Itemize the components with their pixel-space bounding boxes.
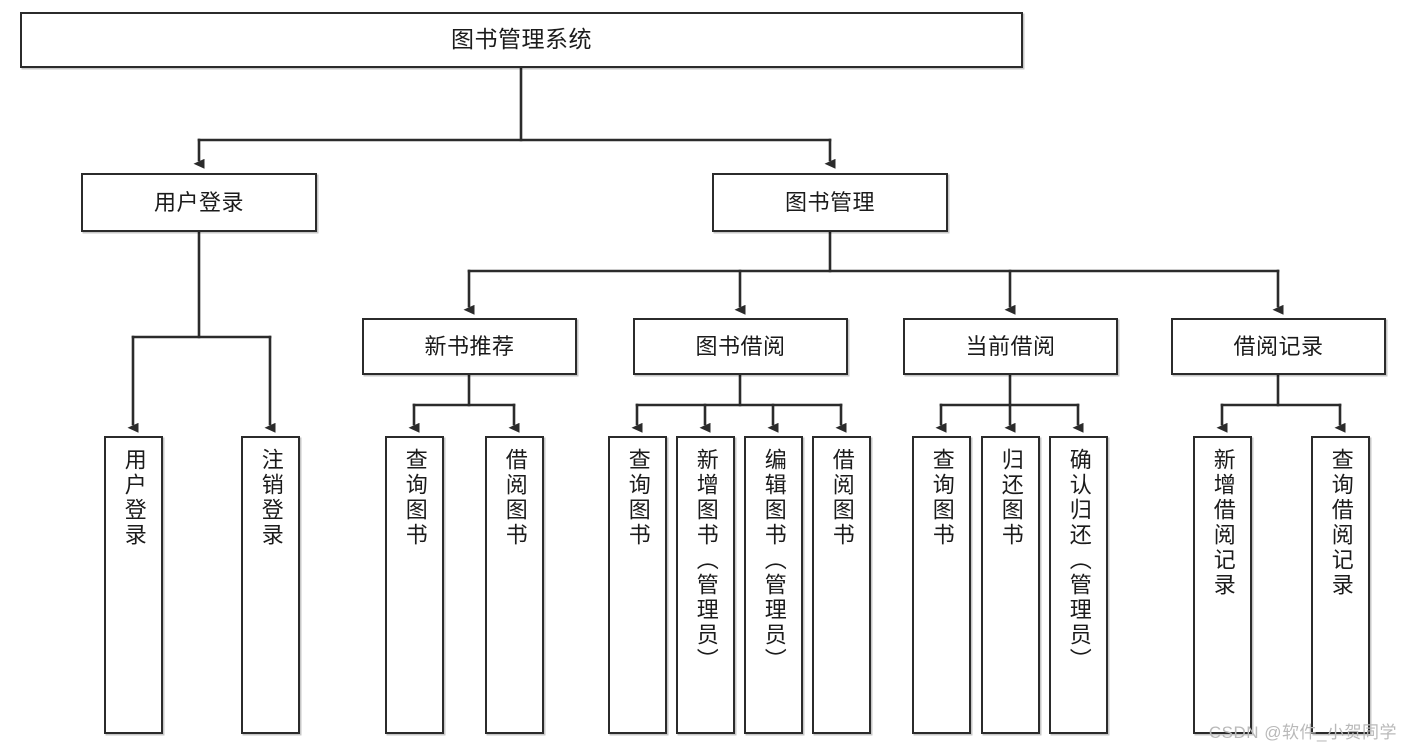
node-label: 编辑图书（管理员） [761, 448, 787, 673]
leaf-confirm-return-admin[interactable]: 确认归还（管理员） [1049, 436, 1108, 734]
node-borrowing-record[interactable]: 借阅记录 [1171, 318, 1386, 375]
node-label: 用户登录 [153, 189, 244, 215]
csdn-watermark: CSDN @软件_小贺同学 [1208, 723, 1397, 742]
node-label: 查询图书 [625, 448, 651, 548]
node-label: 借阅图书 [829, 448, 855, 548]
node-label: 归还图书 [998, 448, 1024, 548]
node-root-book-management-system[interactable]: 图书管理系统 [20, 12, 1023, 68]
leaf-logout[interactable]: 注销登录 [241, 436, 300, 734]
node-label: 借阅记录 [1233, 333, 1324, 359]
node-label: 查询借阅记录 [1328, 448, 1354, 598]
leaf-user-login[interactable]: 用户登录 [104, 436, 163, 734]
leaf-query-book-current[interactable]: 查询图书 [912, 436, 971, 734]
node-label: 新增图书（管理员） [693, 448, 719, 673]
leaf-query-book-borrow[interactable]: 查询图书 [608, 436, 667, 734]
leaf-query-borrow-record[interactable]: 查询借阅记录 [1311, 436, 1370, 734]
leaf-edit-book-admin[interactable]: 编辑图书（管理员） [744, 436, 803, 734]
leaf-borrow-book[interactable]: 借阅图书 [812, 436, 871, 734]
node-label: 注销登录 [258, 448, 284, 548]
node-label: 新书推荐 [424, 333, 515, 359]
leaf-return-book[interactable]: 归还图书 [981, 436, 1040, 734]
node-current-borrowing[interactable]: 当前借阅 [903, 318, 1118, 375]
leaf-add-borrow-record[interactable]: 新增借阅记录 [1193, 436, 1252, 734]
node-label: 图书管理 [784, 189, 875, 215]
node-user-login[interactable]: 用户登录 [81, 173, 317, 232]
leaf-query-book-new[interactable]: 查询图书 [385, 436, 444, 734]
node-label: 新增借阅记录 [1210, 448, 1236, 598]
node-label: 图书借阅 [695, 333, 786, 359]
node-label: 查询图书 [402, 448, 428, 548]
node-book-borrowing[interactable]: 图书借阅 [633, 318, 848, 375]
node-label: 借阅图书 [502, 448, 528, 548]
leaf-add-book-admin[interactable]: 新增图书（管理员） [676, 436, 735, 734]
node-book-management[interactable]: 图书管理 [712, 173, 948, 232]
node-label: 当前借阅 [965, 333, 1056, 359]
node-label: 查询图书 [929, 448, 955, 548]
node-new-book-recommendation[interactable]: 新书推荐 [362, 318, 577, 375]
node-label: 确认归还（管理员） [1066, 448, 1092, 673]
leaf-borrow-book-new[interactable]: 借阅图书 [485, 436, 544, 734]
node-label: 用户登录 [121, 448, 147, 548]
node-label: 图书管理系统 [451, 26, 592, 53]
